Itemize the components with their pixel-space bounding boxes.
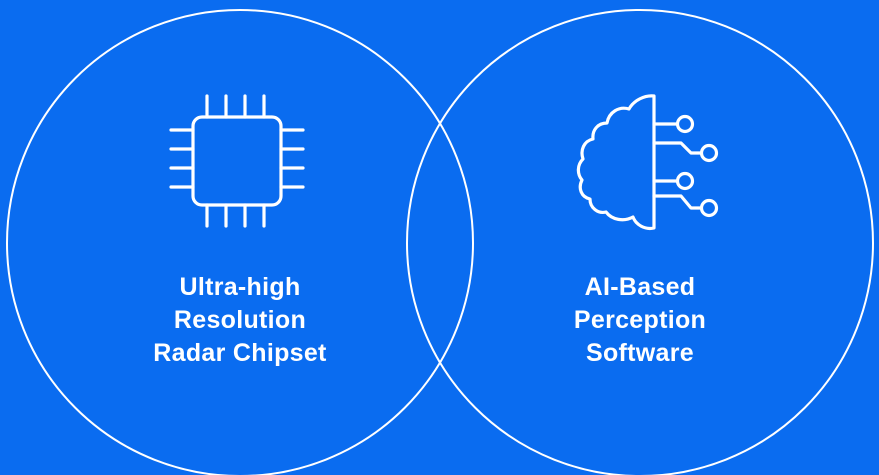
chipset-label-line-1: Ultra-high — [179, 273, 301, 301]
left-circle — [6, 9, 474, 475]
chipset-label-line-2: Resolution — [173, 306, 307, 334]
software-label: AI-Based Perception Software — [515, 271, 765, 370]
chip-icon — [169, 94, 305, 228]
chipset-label-line-3: Radar Chipset — [153, 339, 327, 367]
software-label-line-3: Software — [586, 339, 694, 367]
software-label-line-1: AI-Based — [584, 273, 696, 301]
chipset-label: Ultra-high Resolution Radar Chipset — [115, 271, 365, 370]
software-label-line-2: Perception — [573, 306, 707, 334]
cloud-network-icon — [576, 94, 719, 231]
right-circle — [406, 9, 874, 475]
